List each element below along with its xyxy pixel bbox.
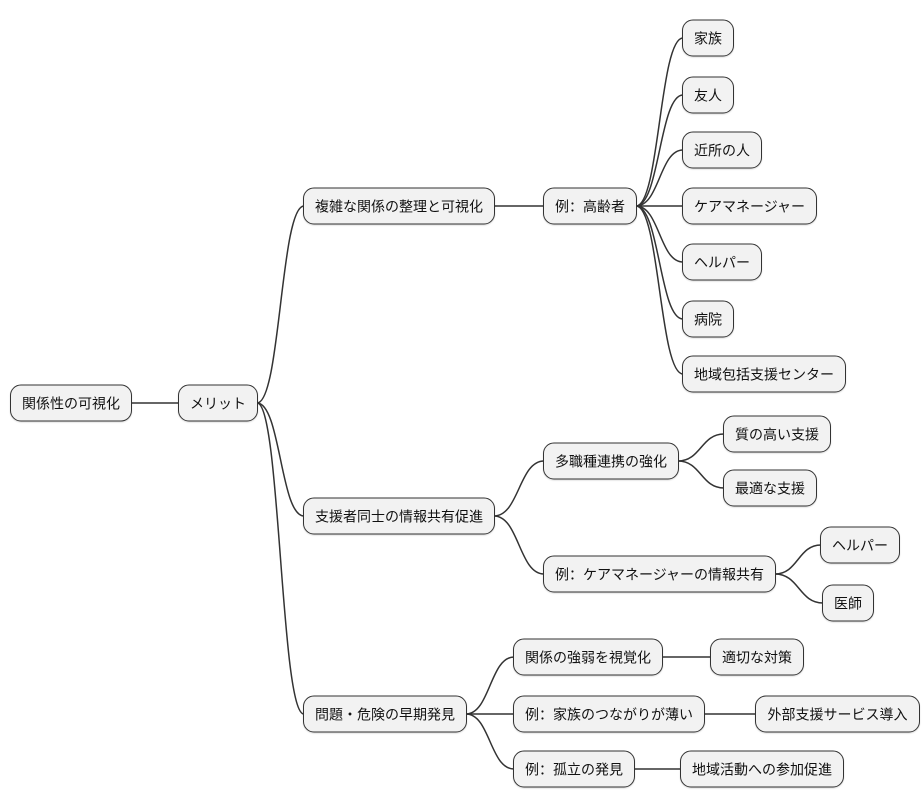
mindmap-node-b1: 複雑な関係の整理と可視化 <box>303 187 495 225</box>
mindmap-node-l7: 地域包括支援センター <box>682 355 846 393</box>
edge-b1e-l7 <box>635 205 684 375</box>
edge-merit-b1 <box>256 205 305 404</box>
mindmap-node-l5: ヘルパー <box>682 243 762 281</box>
mindmap-node-l3: 近所の人 <box>682 131 762 169</box>
mindmap-node-merit: メリット <box>178 384 258 422</box>
mindmap-node-l2: 友人 <box>682 76 734 114</box>
mindmap-node-b3: 問題・危険の早期発見 <box>303 695 467 733</box>
mindmap-node-b3c1: 関係の強弱を視覚化 <box>513 638 663 676</box>
mindmap-node-root: 関係性の可視化 <box>10 384 132 422</box>
mindmap-node-b3c2a: 外部支援サービス導入 <box>755 695 920 733</box>
edge-b1e-l6 <box>635 205 684 320</box>
mindmap-node-l1: 家族 <box>682 19 734 57</box>
mindmap-node-b2c2a: ヘルパー <box>820 526 900 564</box>
mindmap-node-b2c1b: 最適な支援 <box>723 469 817 507</box>
mindmap-node-b2c1a: 質の高い支援 <box>723 415 831 453</box>
edge-b2c2-b2c2b <box>774 573 824 604</box>
edge-b1e-l5 <box>635 205 684 263</box>
mindmap-node-b2: 支援者同士の情報共有促進 <box>303 497 495 535</box>
mindmap-node-b1e: 例：高齢者 <box>543 187 637 225</box>
edge-b2-b2c1 <box>493 460 545 517</box>
edge-b3-b3c3 <box>465 713 515 770</box>
mindmap-node-b3c3a: 地域活動への参加促進 <box>680 750 844 788</box>
edge-merit-b3 <box>256 402 305 715</box>
edge-b2c2-b2c2a <box>774 544 822 575</box>
edge-b1e-l3 <box>635 149 684 207</box>
mindmap-node-l6: 病院 <box>682 300 734 338</box>
edge-b1e-l2 <box>635 94 684 207</box>
mindmap-node-l4: ケアマネージャー <box>682 187 818 225</box>
edge-merit-b2 <box>256 402 305 517</box>
edge-b3-b3c1 <box>465 656 515 715</box>
edge-b2-b2c2 <box>493 515 545 575</box>
mindmap-node-b3c1a: 適切な対策 <box>710 638 804 676</box>
edge-b2c1-b2c1a <box>677 433 725 462</box>
edge-b1e-l1 <box>635 37 684 207</box>
mindmap-node-b2c1: 多職種連携の強化 <box>543 442 679 480</box>
mindmap-node-b3c3: 例：孤立の発見 <box>513 750 635 788</box>
mindmap-node-b2c2: 例：ケアマネージャーの情報共有 <box>543 555 777 593</box>
mindmap-node-b2c2b: 医師 <box>822 584 874 622</box>
edge-b2c1-b2c1b <box>677 460 725 489</box>
mindmap-node-b3c2: 例：家族のつながりが薄い <box>513 695 705 733</box>
